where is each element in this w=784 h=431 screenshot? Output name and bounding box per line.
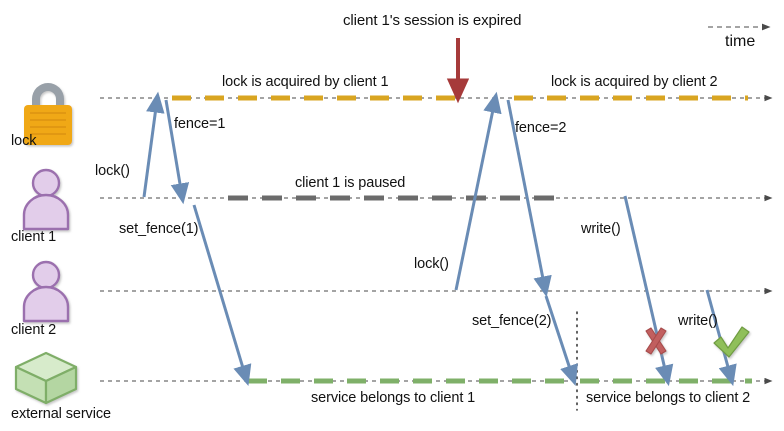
- arrow-set-fence-2: [544, 295, 578, 386]
- lane-label-client2: client 2: [11, 322, 57, 338]
- message-label-fence-1: fence=1: [174, 116, 226, 132]
- time-axis-label: time: [725, 33, 756, 50]
- message-label-lock-call-client2: lock(): [414, 256, 449, 272]
- message-label-write-client2: write(): [678, 313, 718, 329]
- arrow-fence2-response: [506, 99, 552, 298]
- caption-lock-acquired-client2: lock is acquired by client 2: [551, 74, 718, 90]
- padlock-icon: [24, 83, 72, 145]
- cross-icon: [645, 327, 667, 355]
- arrow-set-fence-1: [192, 204, 252, 387]
- check-icon: [713, 326, 750, 358]
- lane-label-lock: lock: [11, 133, 37, 149]
- session-expiry-label: client 1's session is expired: [343, 12, 522, 29]
- message-label-set-fence-1: set_fence(1): [119, 221, 199, 237]
- message-label-set-fence-2: set_fence(2): [472, 313, 552, 329]
- caption-lock-acquired-client1: lock is acquired by client 1: [222, 74, 389, 90]
- person-icon: [22, 260, 70, 323]
- caption-client1-paused: client 1 is paused: [295, 175, 406, 191]
- cube-icon: [14, 351, 78, 405]
- arrow-fence1-response: [164, 99, 190, 205]
- arrow-client1-lock-call: [142, 91, 165, 198]
- caption-service-belongs-client1: service belongs to client 1: [311, 390, 476, 406]
- message-label-fence-2: fence=2: [515, 120, 567, 136]
- lane-label-external-service: external service: [11, 406, 111, 422]
- person-icon: [22, 168, 70, 231]
- arrow-write-client2: [705, 289, 737, 387]
- lane-label-client1: client 1: [11, 229, 57, 245]
- message-label-lock-call-client1: lock(): [95, 163, 130, 179]
- message-label-write-client1: write(): [581, 221, 621, 237]
- caption-service-belongs-client2: service belongs to client 2: [586, 390, 751, 406]
- arrow-client2-lock-call: [454, 91, 502, 291]
